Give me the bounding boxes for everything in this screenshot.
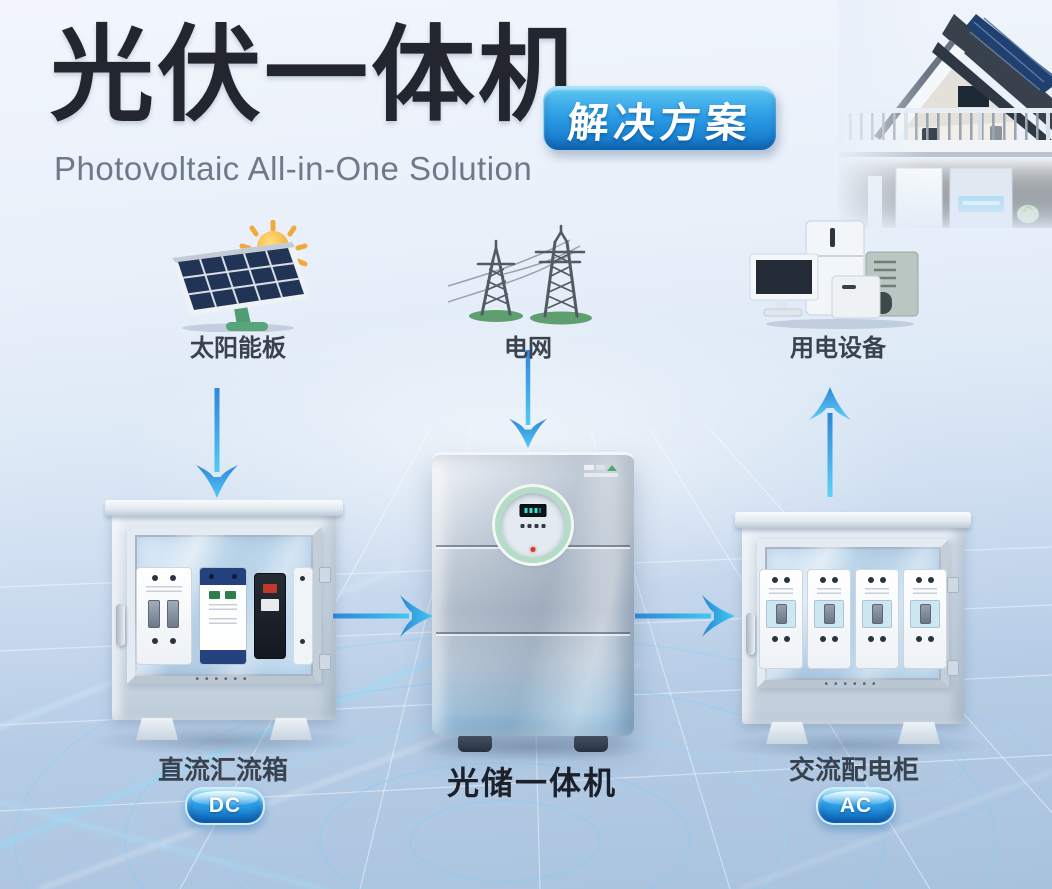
inverter-seam-bottom [436, 632, 630, 637]
dc-box-foot-left [136, 718, 178, 740]
house-with-solar-roof-icon [838, 14, 1052, 229]
flow-arrow-icon-accabinet-to-devices [809, 387, 851, 497]
appliances-icon [749, 220, 919, 329]
dc-surge-protector-module [198, 566, 247, 665]
inverter-status-led [530, 547, 536, 552]
dc-combiner-box: •••••• [85, 500, 363, 756]
dc-badge: DC [185, 787, 265, 825]
ac-breaker-module [903, 568, 947, 669]
dc-main-switch-module [253, 572, 286, 659]
ac-cabinet-label: 交流配电柜 [788, 755, 919, 785]
inverter-buttons [520, 524, 546, 528]
solution-badge-label: 解决方案 [566, 100, 754, 146]
flow-arrow-icon-dcbox-to-inverter [333, 595, 433, 637]
dc-side-strip-module [292, 566, 313, 665]
inverter-body [432, 452, 634, 736]
house-illustration [838, 0, 1052, 229]
ac-cabinet-foot-left [766, 722, 808, 744]
flow-arrow-icon-solar-to-dcbox [196, 388, 238, 498]
ac-cabinet-body: •••••• [742, 525, 964, 724]
flow-arrow-icon-grid-to-inverter [509, 350, 547, 449]
source-label-grid: 电网 [504, 335, 552, 362]
ac-badge: AC [816, 787, 896, 825]
inverter-label: 光储一体机 [446, 765, 617, 801]
page-title: 光伏一体机 [50, 18, 586, 134]
ac-cabinet-vent-dots: •••••• [824, 679, 882, 691]
ac-cabinet-ground-shadow [715, 730, 991, 760]
ac-cabinet-hinge-top [947, 576, 959, 593]
inverter-foot-right [574, 735, 608, 752]
ac-distribution-cabinet: •••••• [715, 512, 991, 760]
transmission-tower-icon [448, 224, 592, 325]
dc-box-hinge-bottom [319, 653, 331, 670]
brand-logo-icon [584, 465, 620, 479]
inverter-screen [519, 504, 547, 517]
solar-panel-icon [172, 220, 310, 332]
ac-cabinet-lid [735, 512, 971, 528]
ac-badge-label: AC [839, 794, 873, 817]
dc-box-hinge-top [319, 566, 331, 583]
dc-box-label: 直流汇流箱 [157, 755, 288, 785]
inverter-foot-left [458, 735, 492, 752]
dc-badge-label: DC [208, 794, 242, 817]
dc-box-ground-shadow [85, 726, 363, 756]
dc-box-lid [105, 500, 343, 516]
source-label-devices: 用电设备 [790, 335, 886, 362]
ac-breaker-module [759, 568, 803, 669]
ac-breaker-module [807, 568, 851, 669]
flow-arrow-icon-inverter-to-accabinet [635, 595, 735, 637]
dc-breaker-module [135, 566, 192, 665]
ac-breaker-module [855, 568, 899, 669]
ac-cabinet-hinge-bottom [947, 660, 959, 677]
dc-box-handle [116, 604, 125, 647]
dc-box-breakers [112, 566, 336, 665]
dc-box-body: •••••• [112, 513, 336, 720]
ac-cabinet-handle [746, 612, 755, 655]
ac-cabinet-breakers [742, 568, 964, 669]
inverter-unit [407, 452, 659, 762]
page-subtitle: Photovoltaic All-in-One Solution [54, 150, 533, 187]
inverter-ground-shadow [407, 732, 659, 762]
inverter-display [495, 487, 571, 563]
source-label-solar: 太阳能板 [190, 335, 286, 362]
solution-badge: 解决方案 [543, 86, 776, 150]
ac-cabinet-foot-right [898, 722, 940, 744]
dc-box-foot-right [270, 718, 312, 740]
dc-box-vent-dots: •••••• [195, 673, 253, 685]
